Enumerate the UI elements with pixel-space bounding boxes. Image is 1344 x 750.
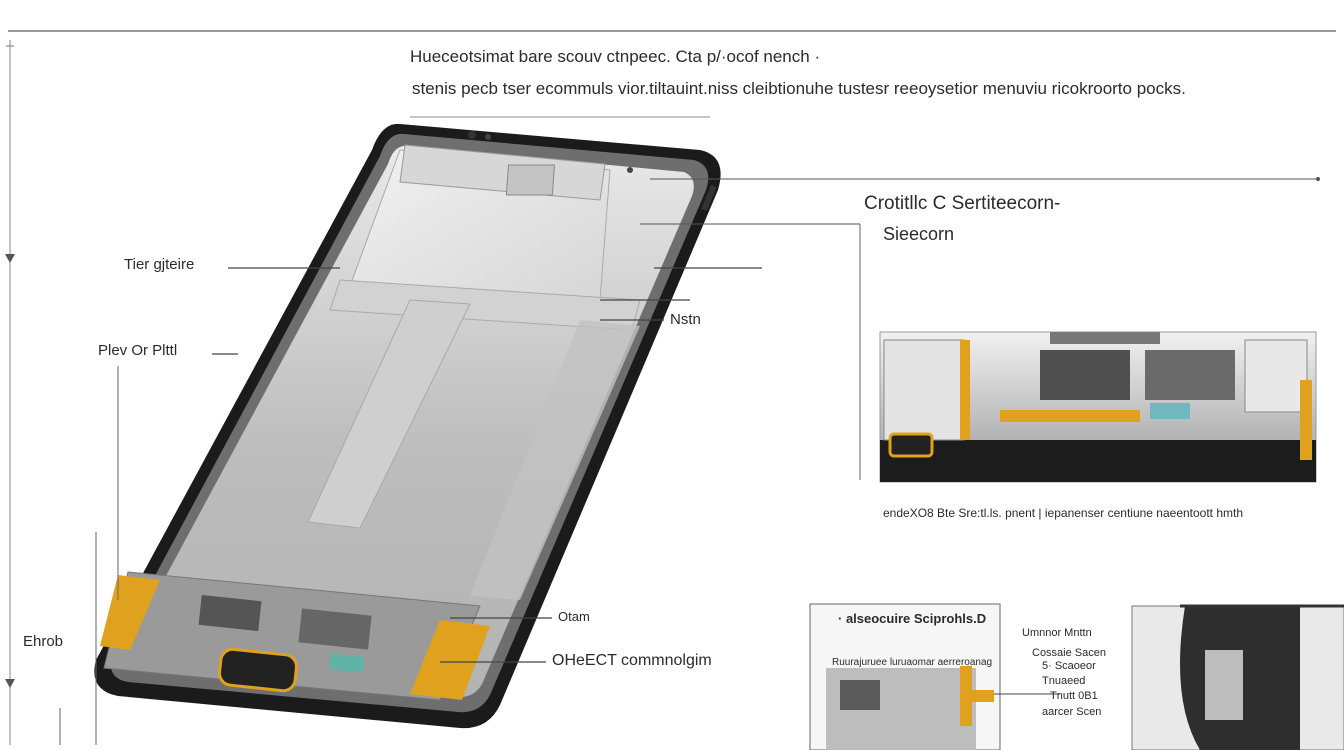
inset-chip-area-1 bbox=[1040, 350, 1130, 400]
board-chip-1 bbox=[198, 594, 262, 632]
inset-note: aarcer Scen bbox=[1042, 706, 1102, 718]
top-bracket bbox=[399, 144, 606, 201]
inset-gold-strip-left bbox=[960, 340, 970, 440]
small-inset-gold-2 bbox=[972, 690, 994, 702]
inset-gold-strip-mid bbox=[1000, 410, 1140, 422]
inset-note: Cossaie Sacen bbox=[1032, 647, 1106, 659]
inset-button bbox=[888, 432, 934, 458]
inset-note: Tnutt 0B1 bbox=[1050, 690, 1098, 702]
inset-frame-left bbox=[883, 339, 965, 441]
inset-teal-chip bbox=[1150, 403, 1190, 419]
header-line-2: stenis pecb tser ecommuls vior.tiltauint… bbox=[412, 79, 1186, 98]
right-panel bbox=[470, 320, 640, 600]
sensor-dot-3 bbox=[627, 167, 633, 173]
left-arrow-2 bbox=[5, 679, 15, 688]
device-corner-photo bbox=[1131, 604, 1344, 750]
board-chip-2 bbox=[298, 608, 372, 650]
board-gold-left bbox=[100, 575, 160, 650]
inset-top-bar bbox=[1050, 332, 1160, 344]
small-inset-gold bbox=[960, 666, 972, 726]
label-plev: Plev Or Plttl bbox=[98, 342, 178, 359]
sensor-dot-2 bbox=[485, 134, 491, 140]
board-photo-inset bbox=[879, 331, 1317, 483]
inset-plate-right bbox=[1244, 339, 1308, 413]
inset-subtitle: Ruurajuruee luruaomar aerreroanag bbox=[832, 657, 993, 668]
left-arrow-1 bbox=[5, 254, 15, 263]
home-button bbox=[218, 647, 298, 693]
inset-base bbox=[880, 440, 1316, 482]
inset-gold-strip-right bbox=[1300, 380, 1312, 460]
side-button bbox=[701, 184, 717, 212]
inset-title: · alseocuire Sciprohls.D bbox=[838, 611, 987, 626]
photo-caption: endeXO8 Bte Sre:tl.ls. pnent | iepanense… bbox=[883, 506, 1244, 520]
label-nstn: Nstn bbox=[670, 311, 701, 328]
label-oheb: OHeECT commnolgim bbox=[552, 652, 712, 669]
device-corner-plate bbox=[1205, 650, 1243, 720]
camera-module bbox=[505, 164, 555, 196]
vertical-strip bbox=[307, 299, 471, 529]
header-line-1: Hueceotsimat bare scouv ctnpeec. Cta p/·… bbox=[410, 47, 821, 66]
board-gold-right bbox=[410, 620, 490, 700]
inset-note: Umnnor Mnttn bbox=[1022, 627, 1092, 639]
label-otam: Otam bbox=[558, 609, 590, 624]
inset-chip-area-2 bbox=[1145, 350, 1235, 400]
board-chip-teal bbox=[329, 653, 365, 673]
label-ehrob: Ehrob bbox=[23, 633, 64, 650]
sensor-dot-1 bbox=[468, 131, 476, 139]
inset-note: Tnuaeed bbox=[1042, 675, 1086, 687]
callout-title: Crotitllc C Sertiteecorn- bbox=[864, 193, 1061, 214]
callout-subtitle: Sieecorn bbox=[883, 224, 955, 244]
leader-right-1-end bbox=[1316, 177, 1320, 181]
inset-note: 5· Scaoeor bbox=[1042, 660, 1096, 672]
label-tier: Tier gjteire bbox=[124, 256, 195, 273]
small-board-inset bbox=[809, 603, 1060, 750]
small-inset-chip bbox=[840, 680, 880, 710]
phone-body bbox=[94, 123, 721, 729]
